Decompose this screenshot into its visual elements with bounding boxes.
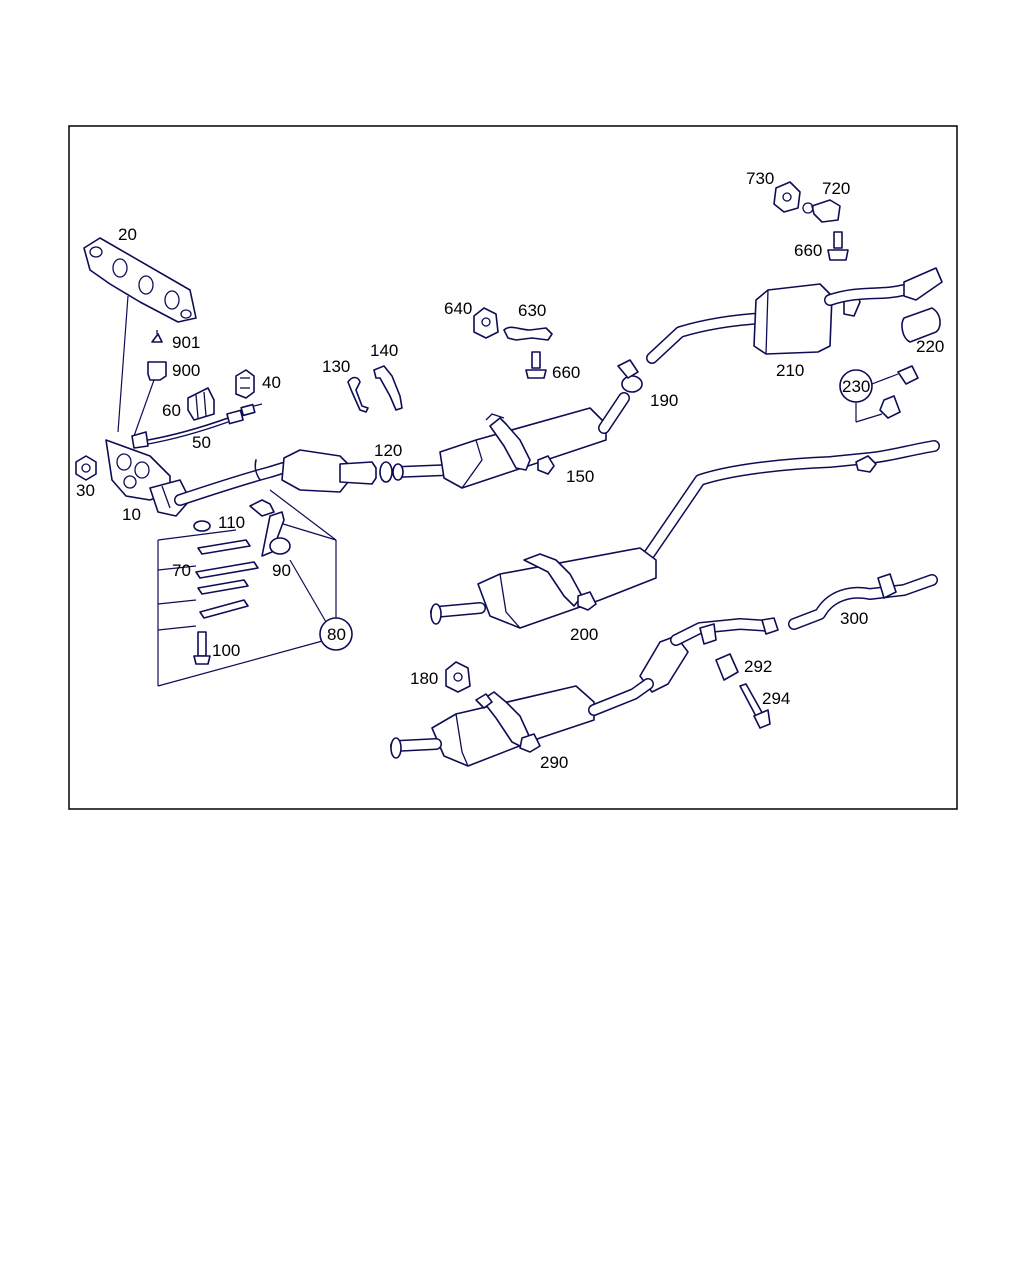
label-150: 150 <box>566 467 594 486</box>
muffler-assembly-290[interactable] <box>431 635 689 767</box>
label-20: 20 <box>118 225 137 244</box>
rubber-mount-730[interactable] <box>773 181 801 213</box>
label-640: 640 <box>444 299 472 318</box>
label-290: 290 <box>540 753 568 772</box>
mount-bracket-top[interactable] <box>249 499 285 557</box>
label-140: 140 <box>370 341 398 360</box>
label-30: 30 <box>76 481 95 500</box>
rear-pipe-300[interactable] <box>788 573 938 630</box>
kit-callout-80[interactable] <box>319 617 353 651</box>
muffler-200[interactable] <box>477 547 657 629</box>
label-190: 190 <box>650 391 678 410</box>
label-294: 294 <box>762 689 790 708</box>
sensor-plug-900[interactable] <box>147 361 167 381</box>
label-660-middle: 660 <box>552 363 580 382</box>
washer-110[interactable] <box>193 520 211 532</box>
tailpipe-tip-220a[interactable] <box>903 267 943 301</box>
ring-gasket-120[interactable] <box>379 461 393 483</box>
label-230: 230 <box>842 377 870 396</box>
bracket-130[interactable] <box>347 376 369 413</box>
label-901: 901 <box>172 333 200 352</box>
sensor-cap-901[interactable] <box>151 330 163 343</box>
label-300: 300 <box>840 609 868 628</box>
nut-30[interactable] <box>75 455 97 481</box>
hanger-bracket-630[interactable] <box>503 326 553 341</box>
connector-bracket-60[interactable] <box>187 387 215 421</box>
bolt-294[interactable] <box>739 683 771 729</box>
label-90: 90 <box>272 561 291 580</box>
label-730: 730 <box>746 169 774 188</box>
middle-muffler-150[interactable] <box>439 407 607 489</box>
label-900: 900 <box>172 361 200 380</box>
rubber-hanger-640[interactable] <box>473 307 499 339</box>
label-40: 40 <box>262 373 281 392</box>
rubber-mount-180[interactable] <box>445 661 471 693</box>
sensor-clip-40[interactable] <box>235 369 255 399</box>
catalytic-converter[interactable] <box>281 449 377 493</box>
label-130: 130 <box>322 357 350 376</box>
bracket-140[interactable] <box>373 365 403 411</box>
exhaust-manifold-10[interactable] <box>105 439 191 517</box>
label-180: 180 <box>410 669 438 688</box>
tailpipe-tip-220[interactable] <box>901 307 941 343</box>
label-110: 110 <box>218 513 245 532</box>
label-720: 720 <box>822 179 850 198</box>
labels: 20 901 900 60 40 50 30 10 110 70 90 100 … <box>76 169 944 772</box>
label-80: 80 <box>327 625 346 644</box>
label-660-rear: 660 <box>794 241 822 260</box>
bolt-100[interactable] <box>193 631 211 665</box>
manifold-gasket-20[interactable] <box>83 237 197 323</box>
rear-muffler-210[interactable] <box>753 283 861 355</box>
mounting-kit-80-bracket-frame <box>157 519 337 687</box>
bracket-720[interactable] <box>802 199 841 223</box>
label-50: 50 <box>192 433 211 452</box>
label-70: 70 <box>172 561 191 580</box>
label-60: 60 <box>162 401 181 420</box>
pipe-clamp-190[interactable] <box>617 359 643 393</box>
label-292: 292 <box>744 657 772 676</box>
label-200: 200 <box>570 625 598 644</box>
label-630: 630 <box>518 301 546 320</box>
clamp-kit-230[interactable] <box>839 365 919 423</box>
oxygen-sensor-50[interactable] <box>131 403 263 449</box>
bolt-660-middle[interactable] <box>525 351 547 379</box>
label-120: 120 <box>374 441 402 460</box>
rubber-bushing-90[interactable] <box>269 537 291 555</box>
label-10: 10 <box>122 505 141 524</box>
diagram-frame <box>68 125 958 810</box>
label-100: 100 <box>212 641 240 660</box>
mount-strip-70[interactable] <box>195 539 259 619</box>
label-220: 220 <box>916 337 944 356</box>
label-210: 210 <box>776 361 804 380</box>
bolt-660-rear[interactable] <box>827 231 849 261</box>
bushing-292[interactable] <box>715 653 739 681</box>
